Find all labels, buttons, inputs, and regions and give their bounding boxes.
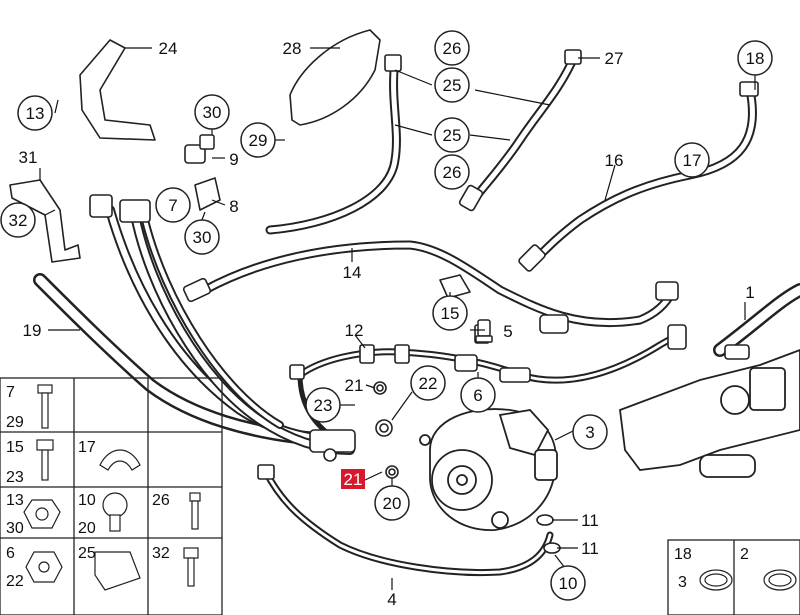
legend-30: 30 [6,520,24,537]
callout-25: 25 [443,126,462,145]
callout-29: 29 [249,131,268,150]
callout-14: 14 [343,263,362,282]
steering-rack [619,349,800,478]
callout-22: 22 [419,374,438,393]
callout-27: 27 [605,49,624,68]
power-steering-pump [419,408,558,531]
legend-29: 29 [6,414,24,431]
callout-18: 18 [746,49,765,68]
callout-28: 28 [283,39,302,58]
callout-15: 15 [441,304,460,323]
callout-3: 3 [585,423,594,442]
callout-17: 17 [683,151,702,170]
legend-13: 13 [6,492,24,509]
callout-13: 13 [26,104,45,123]
small-parts [199,134,493,343]
callout-32: 32 [9,211,28,230]
callout-7: 7 [168,196,177,215]
callout-5: 5 [503,322,512,341]
legend-26: 26 [152,492,170,509]
legend-25: 25 [78,545,96,562]
fastener-icons [23,384,201,591]
legend-7: 7 [6,384,15,401]
callout-24: 24 [159,39,178,58]
callout-4: 4 [387,590,396,609]
callout-21: 21 [345,376,364,395]
legend-3: 3 [678,574,687,591]
callout-21-highlighted: 21 [344,470,363,489]
callout-30: 30 [203,103,222,122]
fittings [89,49,759,554]
legend-2: 2 [740,546,749,563]
brackets [9,29,471,299]
callout-31: 31 [19,148,38,167]
callout-26: 26 [443,39,462,58]
clamp-legend: 18 3 2 [667,539,800,615]
legend-15: 15 [6,439,24,456]
callout-25: 25 [443,76,462,95]
callout-30: 30 [193,228,212,247]
callout-6: 6 [473,386,482,405]
callout-23: 23 [314,396,333,415]
legend-10: 10 [78,492,96,509]
highlighted-part-box [341,469,365,489]
legend-32: 32 [152,545,170,562]
legend-22: 22 [6,573,24,590]
legend-6: 6 [6,545,15,562]
callout-20: 20 [383,494,402,513]
callout-1: 1 [745,283,754,302]
callout-8: 8 [229,197,238,216]
callout-10: 10 [559,574,578,593]
legend-20: 20 [78,520,96,537]
callout-9: 9 [229,150,238,169]
callout-labels: 24 28 26 27 18 25 13 30 29 25 9 31 16 17… [9,39,765,609]
legend-23: 23 [6,469,24,486]
circled-callouts [0,30,773,601]
callout-12: 12 [345,321,364,340]
leader-lines [39,47,756,590]
callout-19: 19 [23,321,42,340]
callout-26: 26 [443,163,462,182]
legend-17: 17 [78,439,96,456]
callout-16: 16 [605,151,624,170]
legend-18: 18 [674,546,692,563]
callout-11: 11 [581,511,599,530]
callout-11: 11 [581,539,599,558]
fastener-legend: 7 29 15 23 17 13 30 10 20 26 6 22 25 32 [0,377,223,615]
